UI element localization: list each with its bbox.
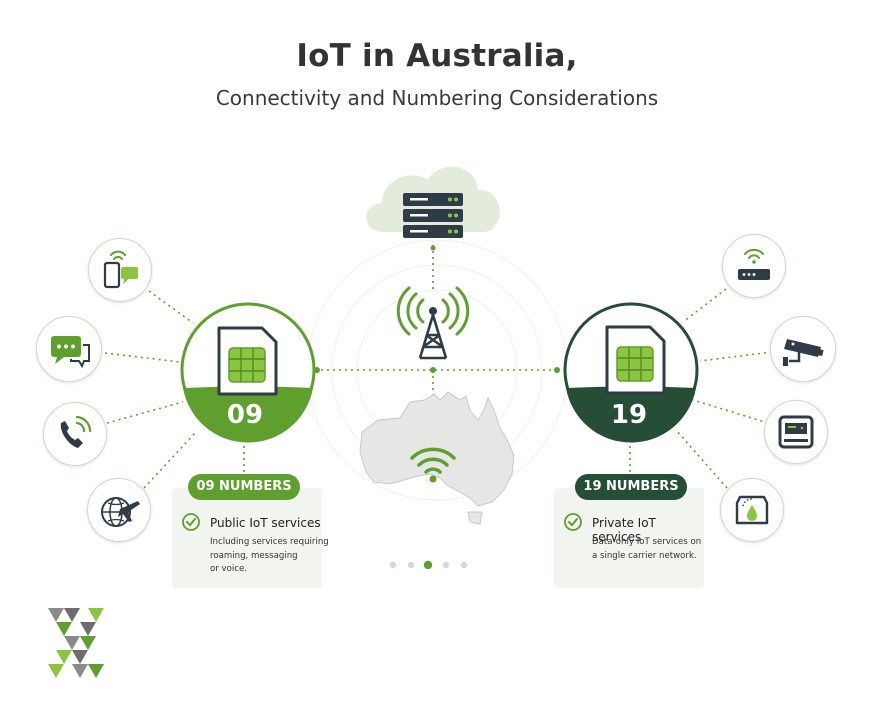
hub-number-09: 09 (226, 400, 264, 430)
carousel-dot-3[interactable] (423, 560, 433, 570)
bubble-globe (87, 478, 151, 542)
page-subtitle: Connectivity and Numbering Consideration… (215, 86, 659, 110)
card-title-public: Public IoT services (210, 516, 321, 530)
security-camera-icon (783, 339, 824, 366)
card-public-iot: Public IoT services Including services r… (172, 488, 329, 588)
page-title: IoT in Australia, (296, 38, 578, 74)
sim-card-icon-right (605, 325, 666, 395)
connector-lines (104, 245, 773, 489)
hub-number-19: 19 (610, 400, 648, 430)
bubble-water-meter (720, 478, 784, 542)
carousel-dot-1[interactable] (389, 561, 397, 569)
hub-09 (180, 302, 316, 443)
bubble-camera (770, 316, 836, 382)
smart-meter-icon (778, 415, 814, 449)
bubble-phone-message (88, 238, 152, 302)
wifi-icon (410, 447, 456, 474)
bubble-router (722, 234, 786, 298)
carousel-dot-4[interactable] (442, 561, 450, 569)
cloud-server-icon (366, 166, 500, 238)
cell-tower-icon (396, 286, 470, 360)
company-logo (48, 608, 104, 678)
carousel-dots[interactable] (388, 560, 478, 570)
bubble-phone-call (43, 402, 107, 466)
check-circle-icon (564, 513, 582, 531)
router-icon (738, 248, 770, 280)
bubble-meter (764, 400, 828, 464)
bubble-chat (36, 316, 102, 382)
carousel-dot-5[interactable] (460, 561, 468, 569)
phone-message-icon (103, 250, 138, 289)
hub-19 (563, 302, 699, 443)
pill-19-numbers: 19 NUMBERS (575, 474, 687, 500)
pill-09-numbers: 09 NUMBERS (188, 474, 300, 500)
chat-bubbles-icon (51, 336, 90, 369)
card-title-private: Private IoT services (592, 516, 656, 544)
card-desc-public: Including services requiring roaming, me… (210, 537, 329, 574)
check-circle-icon (182, 513, 200, 531)
sim-card-icon-left (217, 326, 278, 396)
card-private-iot: Private IoT services Data-only IoT servi… (554, 488, 704, 588)
water-meter-icon (735, 495, 769, 525)
carousel-dot-2[interactable] (407, 561, 415, 569)
globe-plane-icon (101, 497, 140, 527)
card-desc-private: Data-only IoT services on a single carri… (592, 537, 702, 561)
phone-call-icon (60, 415, 92, 448)
